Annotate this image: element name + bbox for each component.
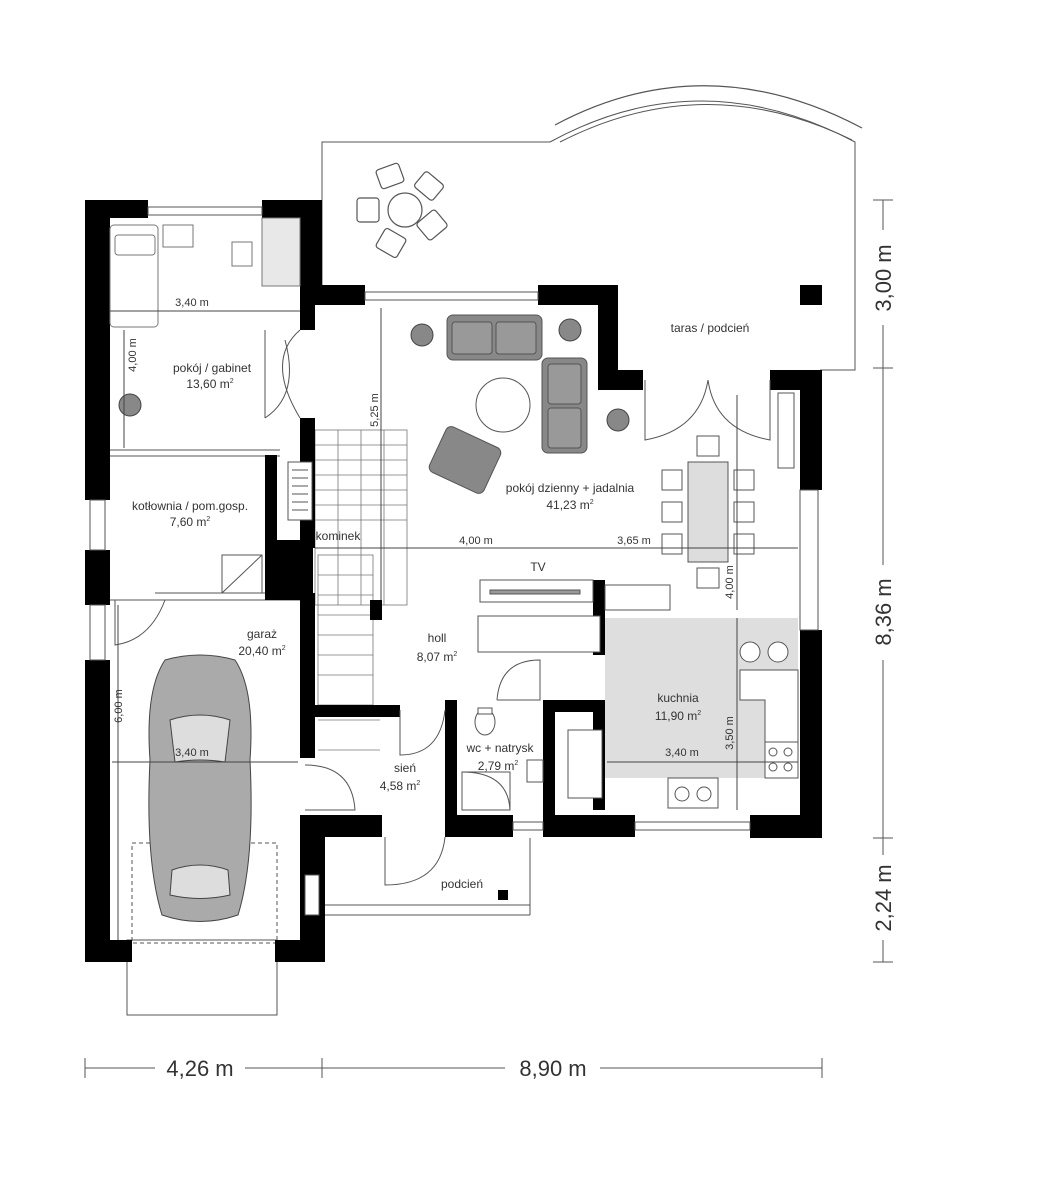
terrace-table-set — [356, 162, 448, 259]
room-living-name: pokój dzienny + jadalnia — [506, 481, 635, 495]
dim-outer-bottom-left: 4,26 m — [166, 1056, 233, 1081]
room-vestibule-name: sień — [394, 761, 416, 775]
room-living-area: 41,23 m2 — [546, 498, 593, 512]
outer-dimension-lines — [84, 199, 893, 1078]
tv-unit — [477, 579, 671, 653]
dim-outer-bottom-right: 8,90 m — [519, 1056, 586, 1081]
dimension-lines — [110, 308, 798, 940]
room-hall-area: 8,07 m2 — [417, 650, 458, 664]
doors — [114, 329, 771, 886]
staircase — [314, 429, 408, 751]
dim-living-width: 4,00 m — [459, 535, 493, 547]
dim-dining-depth: 4,00 m — [724, 565, 736, 599]
room-study-name: pokój / gabinet — [173, 361, 252, 375]
room-wc-area: 2,79 m2 — [478, 759, 519, 773]
dining-set — [661, 435, 755, 589]
dim-study-width: 3,40 m — [175, 297, 209, 309]
room-kitchen-name: kuchnia — [657, 691, 699, 705]
room-study-area: 13,60 m2 — [186, 377, 233, 391]
dim-outer-right-bottom: 2,24 m — [871, 864, 896, 931]
tv-label: TV — [530, 560, 545, 574]
dim-outer-right-middle: 8,36 m — [871, 578, 896, 645]
car-icon — [148, 654, 252, 922]
dim-garage-depth: 6,00 m — [113, 689, 125, 723]
fireplace-label: kominek — [316, 529, 362, 543]
room-vestibule-area: 4,58 m2 — [380, 779, 421, 793]
living-furniture — [428, 314, 588, 494]
dim-outer-right-top: 3,00 m — [871, 244, 896, 311]
room-garage-area: 20,40 m2 — [238, 644, 285, 658]
room-hall-name: holl — [428, 631, 447, 645]
room-boiler-area: 7,60 m2 — [170, 515, 211, 529]
dim-living-depth: 5,25 m — [369, 393, 381, 427]
room-garage-name: garaż — [247, 627, 277, 641]
room-terrace-name: taras / podcień — [671, 321, 750, 335]
kitchen-cabinets — [567, 641, 799, 809]
room-boiler-name: kotłownia / pom.gosp. — [132, 499, 248, 513]
room-porch-name: podcień — [441, 877, 483, 891]
boiler-unit — [221, 461, 313, 594]
pillar — [498, 890, 508, 900]
dim-study-depth: 4,00 m — [127, 338, 139, 372]
room-kitchen-area: 11,90 m2 — [655, 709, 701, 723]
room-wc-name: wc + natrysk — [465, 741, 534, 755]
windows — [89, 206, 819, 916]
study-furniture — [109, 217, 301, 328]
dim-kitchen-width: 3,40 m — [665, 747, 699, 759]
dim-garage-width: 3,40 m — [175, 747, 209, 759]
dim-dining-width: 3,65 m — [617, 535, 651, 547]
dim-kitchen-depth: 3,50 m — [724, 716, 736, 750]
terrace-outline — [321, 85, 863, 371]
wc-fixtures — [461, 707, 544, 811]
